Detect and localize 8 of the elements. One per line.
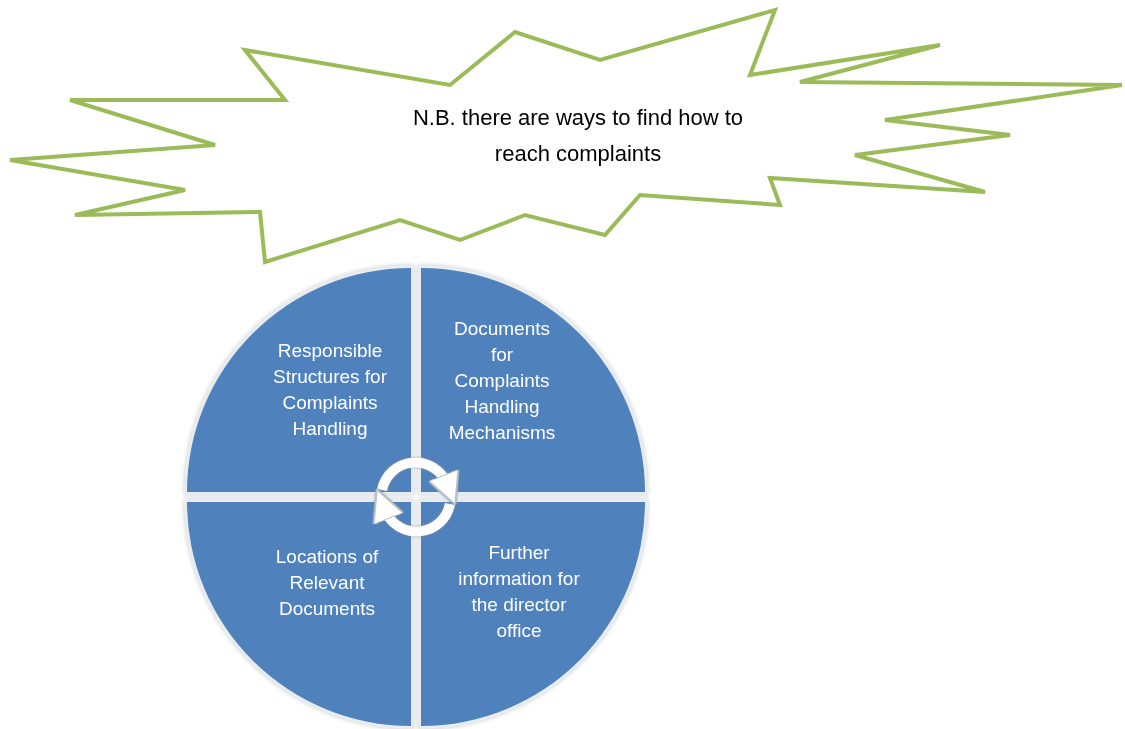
cycle-arrow	[377, 457, 459, 506]
starburst-callout	[8, 8, 1125, 264]
quadrant-label: Responsible Structures for Complaints Handling	[271, 339, 388, 441]
quadrant-label: Documents for Complaints Handling Mechanisms	[447, 317, 557, 445]
quadrant-label: Further information for the director office	[457, 541, 581, 643]
quadrant-label: Locations of Relevant Documents	[274, 545, 380, 621]
callout-text: N.B. there are ways to find how to reach complaints	[411, 104, 745, 168]
cycle-arrow	[373, 488, 455, 537]
